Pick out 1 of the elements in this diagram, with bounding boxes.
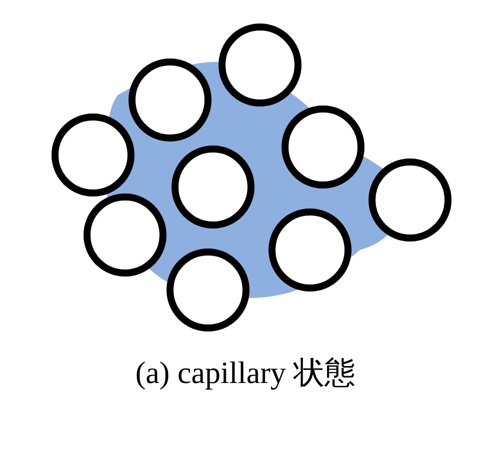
caption: (a) capillary 状態 — [135, 354, 356, 392]
